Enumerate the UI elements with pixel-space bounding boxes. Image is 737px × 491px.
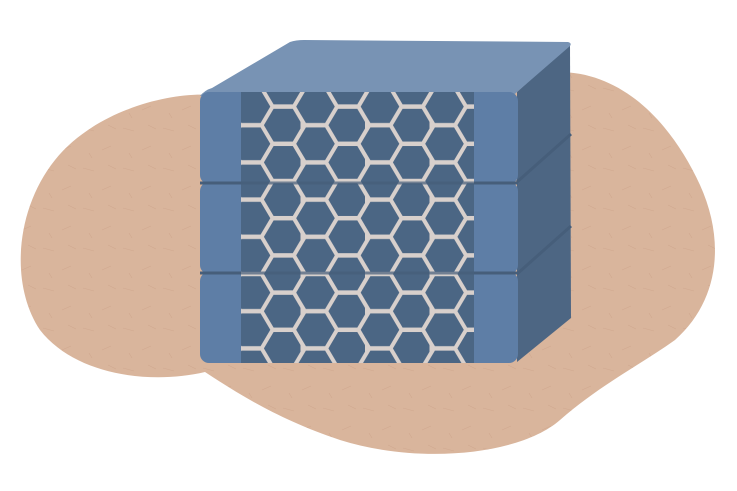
honeycomb-panel <box>241 92 474 363</box>
mattress-stack-icon <box>200 40 572 363</box>
side-face <box>517 44 571 362</box>
top-face <box>200 40 571 96</box>
